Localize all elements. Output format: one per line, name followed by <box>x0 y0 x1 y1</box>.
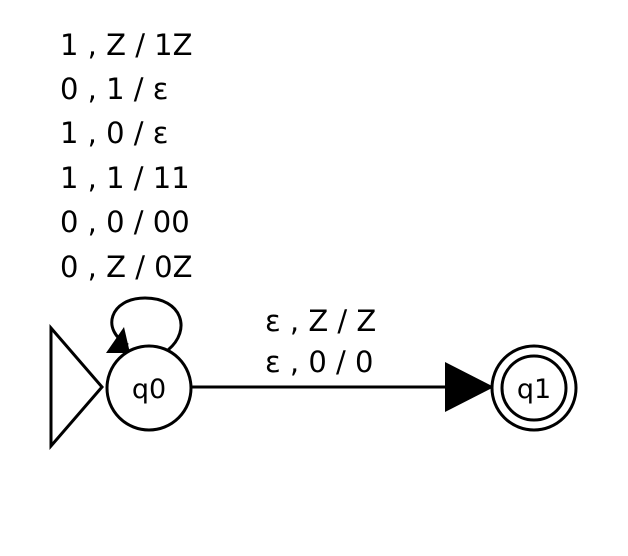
self-loop-q0 <box>110 296 183 352</box>
loop-label-1: 1 , Z / 1Z <box>60 28 193 62</box>
transition-arrowhead-q0-q1 <box>445 362 494 412</box>
initial-state-marker <box>49 323 104 451</box>
edge-label-2: ε , 0 / 0 <box>265 345 373 379</box>
state-q0: q0 <box>105 344 193 432</box>
state-label-q0: q0 <box>132 374 166 405</box>
edge-label-1: ε , Z / Z <box>265 304 376 338</box>
loop-label-4: 1 , 1 / 11 <box>60 161 190 195</box>
state-label-q1: q1 <box>517 374 551 405</box>
state-q1: q1 <box>490 344 578 432</box>
loop-label-2: 0 , 1 / ε <box>60 72 168 106</box>
loop-label-5: 0 , 0 / 00 <box>60 205 190 239</box>
self-loop-arrowhead <box>106 327 130 353</box>
loop-label-6: 0 , Z / 0Z <box>60 250 193 284</box>
loop-label-3: 1 , 0 / ε <box>60 116 168 150</box>
